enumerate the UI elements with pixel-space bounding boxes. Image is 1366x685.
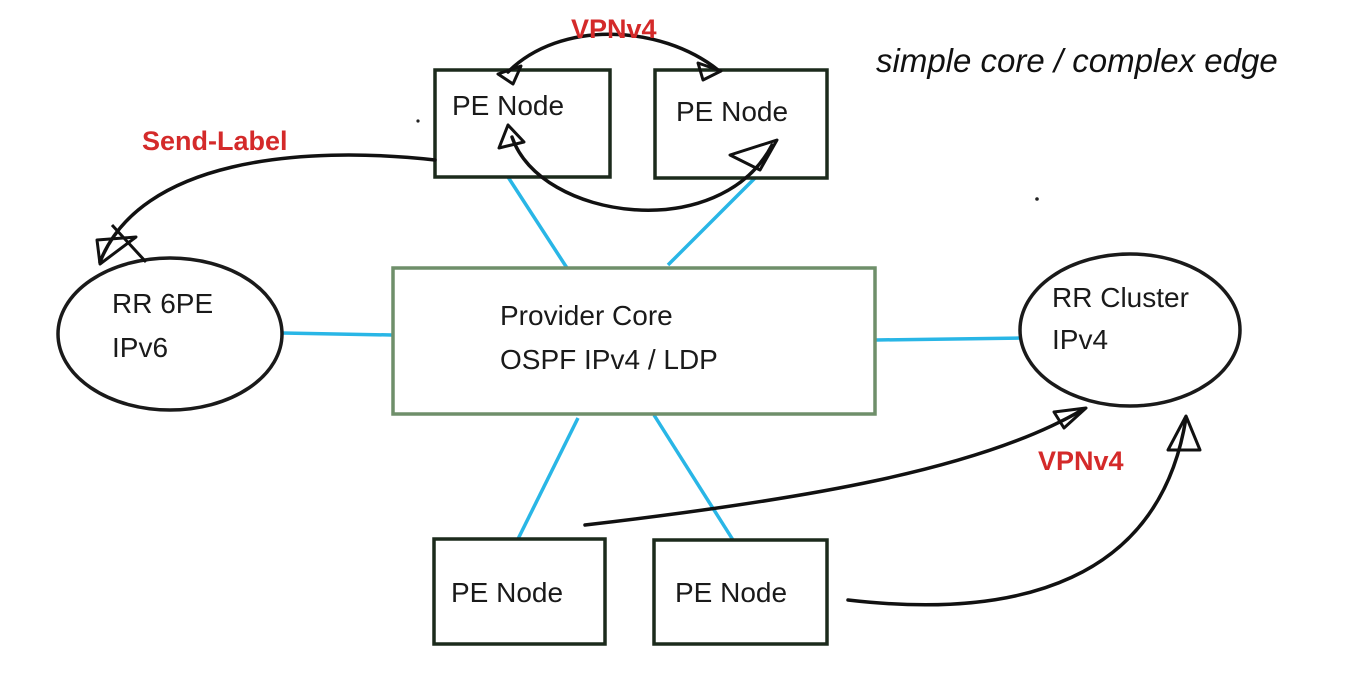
link-rr-6pe <box>281 331 393 337</box>
pe-node-top-left-label: PE Node <box>452 90 564 121</box>
provider-core-title: Provider Core <box>500 300 673 331</box>
pe-node-bottom-right <box>652 538 829 646</box>
vpnv4-bottom-label: VPNv4 <box>1038 446 1124 476</box>
rr-cluster-title: RR Cluster <box>1052 282 1189 313</box>
link-top-right-pe <box>666 176 757 267</box>
rr-6pe-title: RR 6PE <box>112 288 213 319</box>
provider-core-protocols: OSPF IPv4 / LDP <box>500 344 718 375</box>
pe-node-bottom-left-label: PE Node <box>451 577 563 608</box>
send-label-session-arrow <box>95 153 437 266</box>
rr-cluster-family: IPv4 <box>1052 324 1108 355</box>
pe-node-top-right-label: PE Node <box>676 96 788 127</box>
diagram-subtitle: simple core / complex edge <box>876 42 1278 79</box>
pe-node-bottom-right-label: PE Node <box>675 577 787 608</box>
link-top-left-pe <box>506 176 569 269</box>
core-links <box>281 176 1023 541</box>
vpnv4-lower-session-arrow <box>497 123 779 212</box>
vpnv4-top-label: VPNv4 <box>571 14 657 44</box>
rr-cluster-ellipse <box>1018 252 1242 408</box>
vpnv4-bottom-right-session-arrow <box>846 414 1202 607</box>
link-bottom-right-pe <box>652 414 735 541</box>
vpnv4-top-session-arrow <box>496 32 723 86</box>
stray-dot-right <box>1035 197 1039 201</box>
pe-node-bottom-left <box>432 537 607 646</box>
provider-core-box <box>391 266 877 416</box>
vpnv4-bottom-left-session-arrow <box>583 406 1088 527</box>
pe-node-top-left <box>433 68 612 179</box>
link-bottom-left-pe <box>516 417 580 540</box>
send-label-label: Send-Label <box>142 126 288 156</box>
rr-6pe-family: IPv6 <box>112 332 168 363</box>
link-rr-cluster <box>875 336 1023 342</box>
rr-6pe-ellipse <box>56 256 284 412</box>
stray-dot-left <box>416 119 420 123</box>
